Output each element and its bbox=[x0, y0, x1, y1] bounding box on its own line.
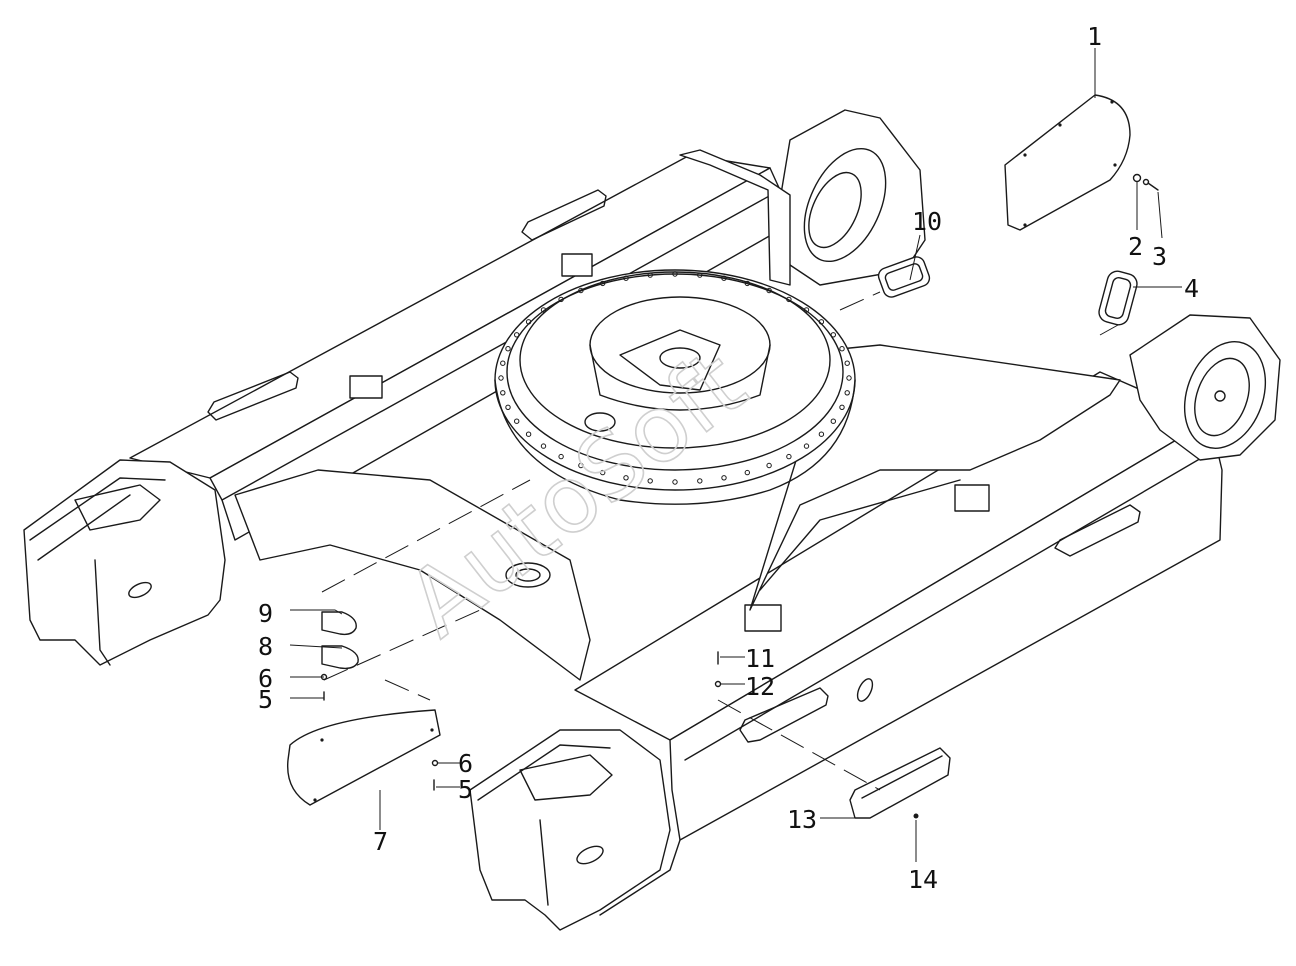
bolt-hole bbox=[721, 475, 727, 481]
bolt-hole bbox=[623, 475, 629, 481]
cover-part-9 bbox=[321, 611, 357, 636]
bolt-hole bbox=[744, 280, 750, 287]
bolt-hole bbox=[672, 479, 678, 485]
callout-12: 12 bbox=[745, 672, 775, 701]
bolt-hole bbox=[647, 478, 653, 484]
bolt-hole bbox=[540, 307, 547, 313]
bolt-hole bbox=[839, 346, 845, 352]
nut-part-14 bbox=[913, 813, 919, 819]
front-idler-mount bbox=[1129, 314, 1281, 461]
bolt-hole bbox=[766, 462, 772, 469]
right-side-beam bbox=[469, 371, 1223, 931]
bolt-hole bbox=[505, 404, 511, 410]
bolt-hole bbox=[500, 360, 506, 366]
cover-plate-part-1 bbox=[1004, 94, 1131, 231]
bolt-hole bbox=[600, 280, 606, 287]
callout-11: 11 bbox=[745, 644, 775, 673]
bolt-hole bbox=[647, 272, 653, 278]
callout-5-upper: 5 bbox=[258, 685, 273, 714]
swing-bearing-ring bbox=[494, 269, 856, 505]
washer-part-2 bbox=[1132, 173, 1142, 183]
bolt-hole bbox=[766, 287, 772, 294]
assembly-lines bbox=[321, 291, 1119, 791]
bolt-hole bbox=[525, 319, 532, 325]
bolt-hole bbox=[846, 375, 852, 381]
bolt-hole bbox=[514, 418, 520, 424]
callout-9: 9 bbox=[258, 599, 273, 628]
bolt-hole bbox=[844, 390, 850, 396]
cover-part-8 bbox=[321, 645, 359, 670]
bolt-hole bbox=[721, 275, 727, 281]
bolt-hole bbox=[697, 478, 703, 484]
bolt-hole bbox=[600, 469, 606, 476]
bolt-hole bbox=[514, 332, 520, 338]
callout-8: 8 bbox=[258, 632, 273, 661]
bolt-hole bbox=[839, 404, 845, 410]
plug-part-10 bbox=[877, 256, 931, 298]
bolt-hole bbox=[540, 443, 547, 449]
callout-labels: 1 2 3 4 5 5 6 6 7 8 9 10 11 12 13 14 bbox=[258, 22, 1199, 894]
bolt-hole bbox=[697, 272, 703, 278]
bolt-hole bbox=[844, 360, 850, 366]
plug-part-4 bbox=[1098, 270, 1138, 326]
bolt-hole bbox=[558, 453, 564, 460]
bolt-hole bbox=[803, 307, 810, 313]
leader-lines bbox=[289, 48, 1182, 862]
callout-6-upper: 6 bbox=[258, 664, 273, 693]
bolt-hole bbox=[818, 319, 825, 325]
callout-7: 7 bbox=[373, 827, 388, 856]
callout-1: 1 bbox=[1087, 22, 1102, 51]
bolt-hole bbox=[786, 296, 792, 303]
bolt-hole bbox=[525, 431, 532, 437]
callout-4: 4 bbox=[1184, 274, 1199, 303]
callout-13: 13 bbox=[787, 805, 817, 834]
bolt-hole bbox=[672, 271, 678, 277]
callout-10: 10 bbox=[912, 207, 942, 236]
bolt-hole bbox=[505, 346, 511, 352]
bolt-hole bbox=[558, 296, 564, 303]
bolt-hole bbox=[578, 287, 584, 294]
callout-5-lower: 5 bbox=[458, 775, 473, 804]
bolt-hole bbox=[744, 469, 750, 476]
bolt-hole bbox=[803, 443, 810, 449]
bolt-hole bbox=[500, 390, 506, 396]
washer-part-6-lower bbox=[431, 759, 439, 767]
rear-drive-mount bbox=[679, 109, 926, 286]
step-part-13 bbox=[849, 747, 951, 819]
under-cover-part-7 bbox=[286, 709, 441, 806]
ring-bolt-holes bbox=[498, 271, 852, 485]
bolt-hole bbox=[830, 418, 836, 424]
bolt-hole bbox=[830, 332, 836, 338]
callout-2: 2 bbox=[1128, 232, 1143, 261]
left-side-beam bbox=[23, 154, 781, 666]
callout-6-lower: 6 bbox=[458, 749, 473, 778]
bolt-hole bbox=[786, 453, 792, 460]
bolt-hole bbox=[578, 462, 584, 469]
bolt-hole bbox=[818, 431, 825, 437]
bolt-hole bbox=[623, 275, 629, 281]
callout-3: 3 bbox=[1152, 242, 1167, 271]
bolt-part-3 bbox=[1142, 178, 1159, 191]
callout-14: 14 bbox=[908, 865, 938, 894]
bolt-hole bbox=[498, 375, 504, 381]
